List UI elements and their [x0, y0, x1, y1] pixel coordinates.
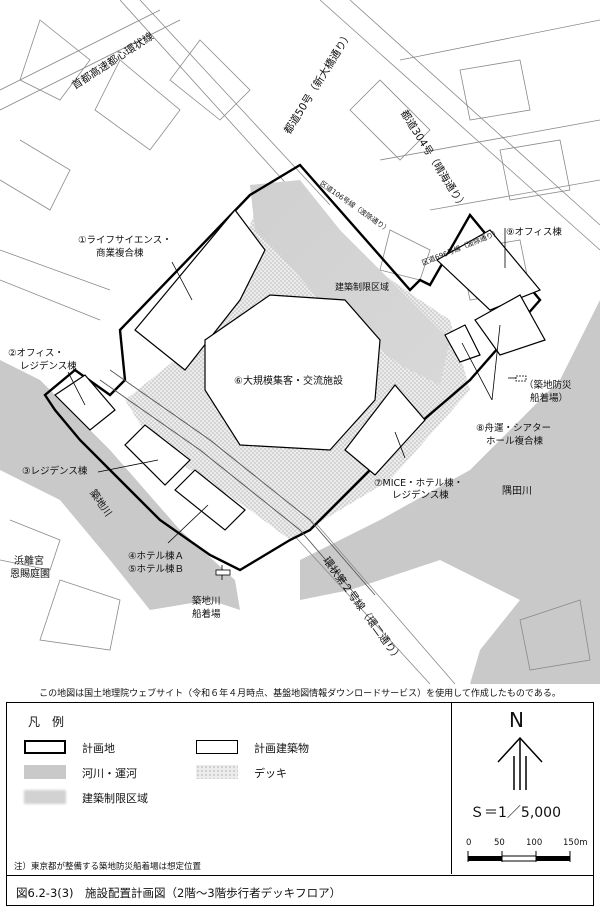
legend-restricted-swatch: [24, 790, 66, 804]
figure-caption: 図6.2-3(3) 施設配置計画図（2階～3階歩行者デッキフロア）: [16, 886, 342, 900]
ring-road-2: [99, 369, 376, 601]
building-4: [174, 469, 246, 531]
disaster-pier-marker: [515, 375, 527, 382]
label-building-2-line2: レジデンス棟: [20, 361, 77, 372]
legend-building-swatch: [196, 740, 238, 754]
scale-ratio: Ｓ＝1／5,000: [470, 805, 561, 821]
label-sumida-river: 隅田川: [502, 486, 532, 497]
label-building-3: ③レジデンス棟: [22, 466, 88, 477]
scale-tick-100: 100: [526, 838, 543, 848]
label-restricted-zone: 建築制限区域: [335, 283, 390, 293]
planned-site-outline: [43, 163, 542, 572]
label-building-1-line2: 商業複合棟: [96, 248, 144, 259]
building-2: [54, 374, 116, 431]
scale-tick-50: 50: [494, 838, 505, 848]
scale-tick-150: 150m: [563, 838, 588, 848]
legend-building-label: 計画建築物: [254, 742, 309, 755]
label-building-2-line1: ②オフィス・: [8, 348, 64, 359]
label-building-7-line2: レジデンス棟: [392, 490, 449, 501]
legend-box: [6, 702, 594, 876]
legend-river-label: 河川・運河: [82, 767, 137, 780]
legend-title: 凡 例: [28, 715, 65, 729]
legend-river-swatch: [24, 765, 66, 779]
label-disaster-pier-line2: 船着場）: [530, 393, 569, 404]
building-3: [124, 424, 191, 486]
source-note: この地図は国土地理院ウェブサイト（令和６年４月時点、基盤地図情報ダウンロードサー…: [39, 689, 561, 699]
label-hamarikyu-line2: 恩賜庭園: [10, 569, 50, 580]
caption-bar: [6, 876, 594, 906]
legend-note: 注）東京都が整備する築地防災船着場は想定位置: [14, 862, 202, 872]
planned-buildings: [54, 209, 546, 531]
label-building-7-line1: ⑦MICE・ホテル棟・: [374, 478, 464, 489]
road-network: [0, 0, 600, 684]
label-disaster-pier-line1: （築地防災: [524, 380, 572, 391]
label-building-4: ④ホテル棟Ａ: [128, 551, 185, 562]
building-6: [204, 294, 381, 451]
building-1: [134, 209, 266, 371]
site-map: [0, 0, 600, 684]
label-building-1-line1: ①ライフサイエンス・: [78, 235, 172, 246]
label-building-6: ⑥大規模集客・交流施設: [234, 376, 343, 387]
north-arrow-icon: [497, 736, 543, 790]
label-hamarikyu-line1: 浜離宮: [14, 556, 44, 567]
label-building-5: ⑤ホテル棟Ｂ: [128, 564, 185, 575]
label-tsukiji-pier-line1: 築地川: [192, 596, 221, 607]
legend-divider: [451, 703, 452, 874]
building-7: [344, 384, 426, 476]
building-restriction-zone: [250, 180, 450, 385]
legend-restricted-label: 建築制限区域: [82, 792, 148, 805]
legend-deck-label: デッキ: [254, 767, 287, 780]
label-building-8-line1: ⑧舟運・シアター: [476, 423, 552, 434]
tsukiji-pier-marker: [215, 569, 231, 576]
scale-bar: [467, 851, 571, 862]
leader-lines: [67, 228, 520, 580]
label-building-9: ⑨オフィス棟: [506, 227, 562, 238]
label-building-8-line2: ホール複合棟: [486, 436, 544, 447]
label-tsukiji-pier-line2: 船着場: [192, 609, 221, 620]
north-label: N: [509, 708, 524, 732]
building-9: [435, 229, 541, 311]
legend-site-label: 計画地: [82, 742, 115, 755]
legend-site-swatch: [24, 740, 66, 754]
tsukiji-river: [0, 360, 240, 610]
sumida-river: [300, 300, 600, 684]
legend-deck-swatch: [196, 765, 238, 779]
scale-tick-0: 0: [466, 838, 472, 848]
building-8b: [474, 294, 546, 356]
